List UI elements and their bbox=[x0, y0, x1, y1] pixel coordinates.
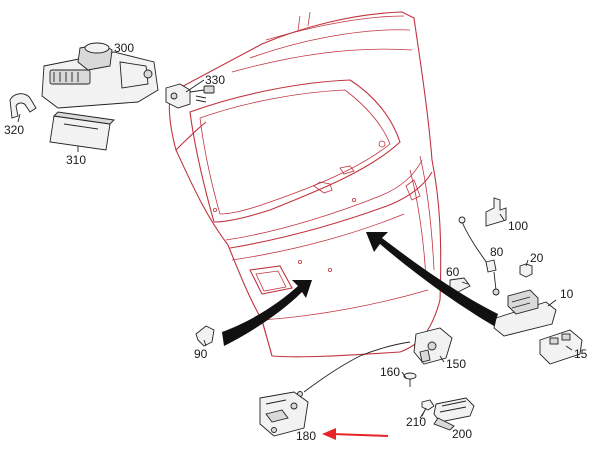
part-160-screw bbox=[403, 372, 417, 387]
part-200-striker bbox=[433, 397, 475, 431]
part-10-handle bbox=[493, 289, 557, 337]
label-180: 180 bbox=[296, 429, 316, 443]
part-320-clip bbox=[9, 93, 37, 119]
label-300: 300 bbox=[114, 41, 134, 55]
label-330: 330 bbox=[205, 73, 225, 87]
label-10: 10 bbox=[560, 287, 574, 301]
label-320: 320 bbox=[4, 123, 24, 137]
leader-lines bbox=[17, 79, 573, 419]
label-15: 15 bbox=[574, 347, 588, 361]
explode-arrow-left bbox=[222, 280, 312, 346]
label-60: 60 bbox=[446, 265, 460, 279]
part-300-drive-unit bbox=[41, 42, 159, 109]
part-150-actuator bbox=[413, 327, 453, 365]
label-150: 150 bbox=[446, 357, 466, 371]
explode-arrow-right bbox=[366, 232, 498, 326]
part-90-clip bbox=[195, 325, 215, 347]
label-20: 20 bbox=[530, 251, 544, 265]
label-160: 160 bbox=[380, 365, 400, 379]
part-15-cover bbox=[539, 329, 583, 365]
part-100-bracket bbox=[485, 197, 507, 227]
part-180-lock bbox=[259, 391, 309, 437]
label-80: 80 bbox=[490, 245, 504, 259]
part-20-nut bbox=[519, 263, 533, 278]
label-200: 200 bbox=[452, 427, 472, 441]
label-100: 100 bbox=[508, 219, 528, 233]
part-210-clip bbox=[421, 399, 435, 417]
part-330-bracket bbox=[165, 83, 215, 109]
label-310: 310 bbox=[66, 153, 86, 167]
tailgate bbox=[168, 11, 442, 358]
part-310-control-module bbox=[49, 111, 115, 151]
label-210: 210 bbox=[406, 415, 426, 429]
label-90: 90 bbox=[194, 347, 208, 361]
highlight-arrow-180 bbox=[322, 428, 389, 440]
part-80-rod bbox=[458, 216, 500, 296]
